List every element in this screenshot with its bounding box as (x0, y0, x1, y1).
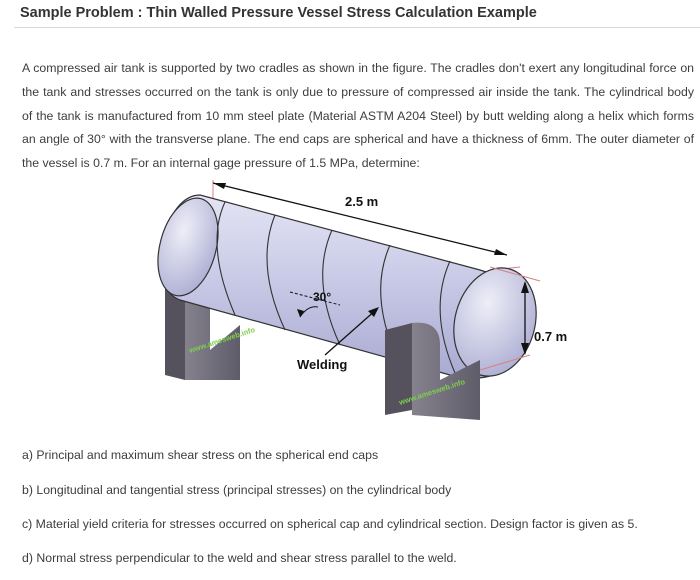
helix-angle-marker (289, 291, 341, 318)
question-a: a) Principal and maximum shear stress on… (22, 448, 379, 462)
weld-pointer (324, 307, 379, 356)
diameter-dimension (479, 266, 541, 371)
title-divider (14, 27, 700, 28)
problem-statement: A compressed air tank is supported by tw… (22, 61, 694, 171)
diameter-label: 0.7 m (534, 329, 567, 344)
question-d: d) Normal stress perpendicular to the we… (22, 551, 457, 565)
question-b: b) Longitudinal and tangential stress (p… (22, 483, 452, 497)
question-c: c) Material yield criteria for stresses … (22, 517, 638, 531)
arrowhead-down-icon (521, 343, 529, 355)
pressure-vessel-figure: www.amesweb.info www.amesweb.info 2.5 m … (150, 175, 700, 430)
arrowhead-left-icon (213, 183, 226, 189)
welding-label: Welding (297, 357, 347, 372)
pressure-vessel-drawing: www.amesweb.info www.amesweb.info 2.5 m … (157, 180, 567, 420)
right-cradle (385, 322, 480, 420)
angle-label: 30° (313, 290, 331, 304)
arrowhead-right-icon (494, 249, 507, 255)
length-label: 2.5 m (345, 194, 378, 209)
page-title: Sample Problem : Thin Walled Pressure Ve… (20, 5, 537, 21)
arrowhead-weld-icon (368, 307, 379, 317)
arrowhead-up-icon (521, 281, 529, 293)
